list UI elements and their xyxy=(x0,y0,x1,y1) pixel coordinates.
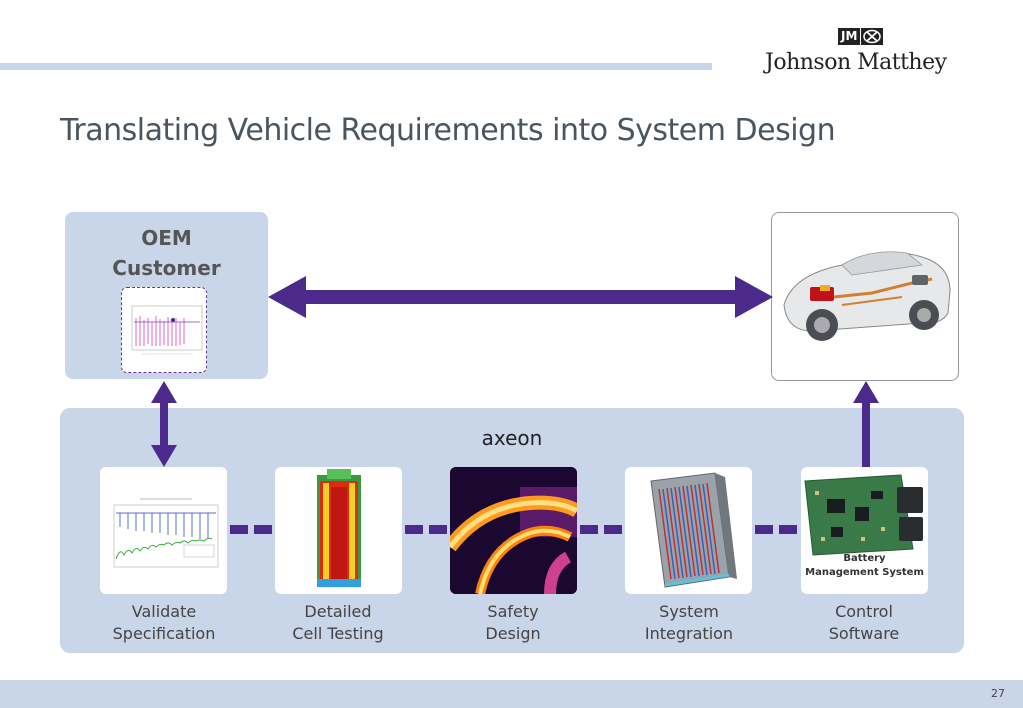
company-name: Johnson Matthey xyxy=(765,50,947,75)
slide-title: Translating Vehicle Requirements into Sy… xyxy=(60,113,836,148)
header-rule xyxy=(0,63,712,70)
step-label-validate: Validate Specification xyxy=(94,601,234,645)
car-cutaway-image xyxy=(783,251,951,341)
oem-line1: OEM xyxy=(141,226,192,250)
step-label-line1: Control xyxy=(835,602,893,621)
step-label-line2: Design xyxy=(485,624,541,643)
validation-chart-image xyxy=(113,498,219,568)
safety-design-card xyxy=(450,467,577,594)
footer-bar xyxy=(0,680,1023,708)
step-label-line1: System xyxy=(659,602,719,621)
oem-validate-double-arrow xyxy=(151,381,177,467)
logo-badge: JM xyxy=(838,28,861,45)
step-label-line1: Detailed xyxy=(304,602,372,621)
control-software-card xyxy=(801,467,928,594)
bms-caption: Battery Management System xyxy=(801,552,928,580)
step-label-safety: Safety Design xyxy=(443,601,583,645)
vehicle-box xyxy=(771,212,959,381)
oem-customer-label: OEM Customer xyxy=(65,223,268,283)
bms-line1: Battery xyxy=(843,553,886,564)
step-label-line1: Safety xyxy=(487,602,539,621)
page-number: 27 xyxy=(991,687,1005,700)
cell-thermal-image xyxy=(317,469,361,587)
step-label-integration: System Integration xyxy=(619,601,759,645)
cell-testing-card xyxy=(275,467,402,594)
step-label-line2: Cell Testing xyxy=(292,624,384,643)
system-integration-card xyxy=(625,467,752,594)
safety-thermal-image xyxy=(450,467,577,594)
process-connector-lines xyxy=(230,525,797,534)
oem-line2: Customer xyxy=(112,256,221,280)
step-label-line2: Software xyxy=(828,624,900,643)
bms-board-image xyxy=(804,474,923,556)
step-label-line1: Validate xyxy=(131,602,197,621)
axeon-logo: axeon xyxy=(482,426,543,450)
axeon-logo-text: axeon xyxy=(482,426,543,450)
control-to-vehicle-arrow xyxy=(853,381,879,467)
company-logo: JM xyxy=(838,28,888,45)
requirements-double-arrow xyxy=(268,276,773,318)
pack-cad-image xyxy=(650,472,737,588)
step-label-line2: Integration xyxy=(644,624,734,643)
step-label-control: Control Software xyxy=(794,601,934,645)
validate-spec-card xyxy=(100,467,227,594)
requirements-chart-image xyxy=(131,305,203,355)
crossed-hammers-icon xyxy=(861,28,884,45)
requirements-chart-thumbnail xyxy=(121,287,207,373)
bms-line2: Management System xyxy=(805,567,924,578)
step-label-cell-testing: Detailed Cell Testing xyxy=(268,601,408,645)
step-label-line2: Specification xyxy=(112,624,216,643)
